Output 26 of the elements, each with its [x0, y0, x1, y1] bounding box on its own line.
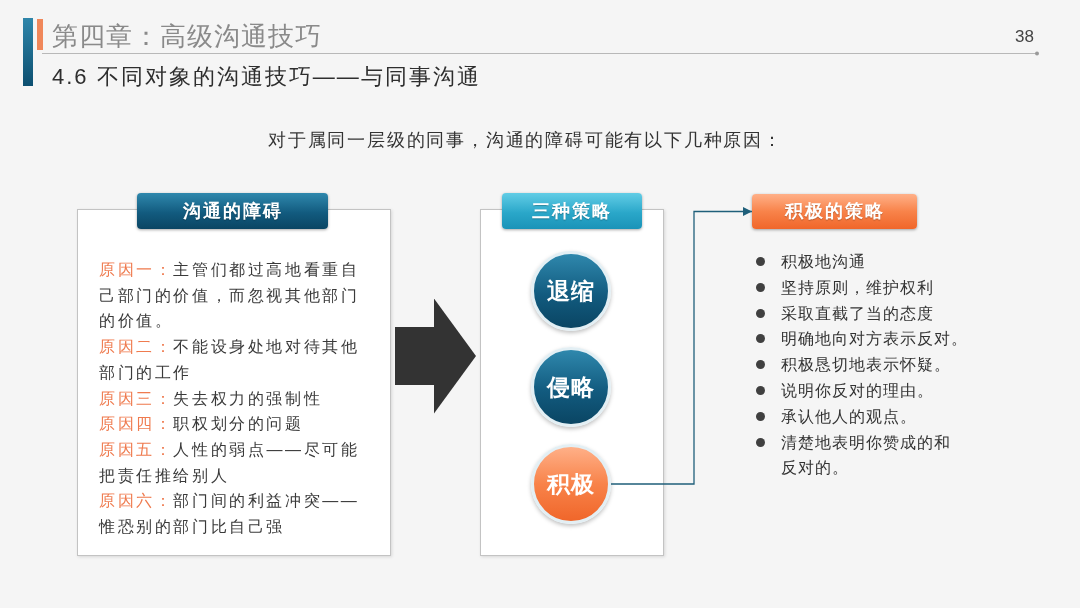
list-item-text: 积极地沟通 [781, 252, 867, 272]
list-item-text: 明确地向对方表示反对。 [781, 329, 969, 350]
reason-text: 原因三：失去权力的强制性 [99, 388, 324, 409]
reason-text: 原因五：人性的弱点——尽可能把责任推给别人 [99, 439, 361, 486]
chapter-title: 第四章：高级沟通技巧 [52, 20, 322, 53]
list-item-text: 采取直截了当的态度 [781, 303, 935, 324]
heading-tab: 积极的策略 [752, 194, 917, 229]
list-item-text: 积极恳切地表示怀疑。 [781, 355, 952, 376]
list-item-text: 承认他人的观点。 [781, 406, 918, 427]
page-number: 38 [1015, 27, 1034, 47]
connector-arrow [610, 207, 753, 485]
block-arrow [395, 298, 476, 414]
reason-text: 原因二：不能设身处地对待其他部门的工作 [99, 337, 361, 383]
reason-text: 原因一：主管们都过高地看重自己部门的价值，而忽视其他部门的价值。 [99, 260, 361, 332]
heading-tab: 三种策略 [502, 193, 642, 229]
list-item-text: 清楚地表明你赞成的和反对的。 [781, 432, 952, 479]
list-item-text: 说明你反对的理由。 [781, 381, 935, 401]
strategy-circle: 积极 [531, 444, 611, 524]
strategy-circle: 侵略 [531, 347, 611, 427]
section-title: 4.6 不同对象的沟通技巧——与同事沟通 [52, 63, 481, 91]
reason-text: 原因四：职权划分的问题 [99, 414, 305, 435]
list-item-text: 坚持原则，维护权利 [781, 277, 935, 298]
reason-text: 原因六：部门间的利益冲突——惟恐别的部门比自己强 [99, 491, 361, 538]
strategy-circle: 退缩 [531, 251, 611, 331]
intro-text: 对于属同一层级的同事，沟通的障碍可能有以下几种原因： [268, 129, 783, 152]
heading-tab: 沟通的障碍 [137, 193, 328, 229]
